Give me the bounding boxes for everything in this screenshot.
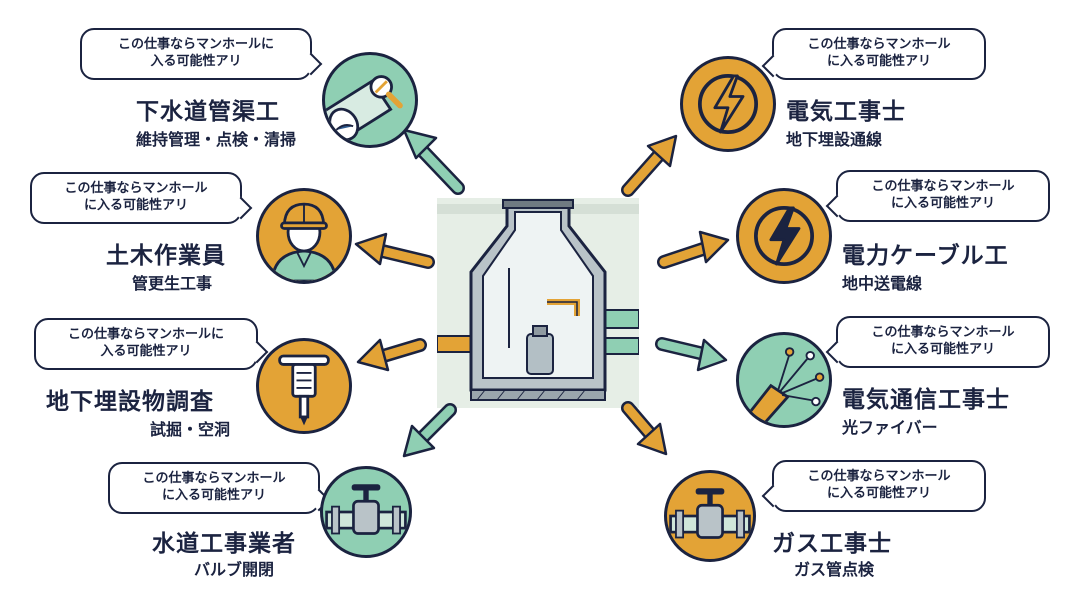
speech-bubble-survey: この仕事ならマンホールに 入る可能性アリ [34, 318, 269, 370]
optical-fiber-icon [736, 332, 832, 428]
job-subtitle-water: バルブ開閉 [194, 560, 275, 579]
job-title-sewer: 下水道管渠工 [136, 99, 280, 125]
arrow-to-survey [356, 338, 427, 372]
speech-bubble-telecom: この仕事ならマンホール に入る可能性アリ [825, 316, 1050, 368]
manhole-cross-section [437, 198, 639, 408]
speech-bubble-civil: この仕事ならマンホール に入る可能性アリ [30, 172, 253, 224]
job-subtitle-electrician: 地下埋設通線 [786, 130, 883, 149]
job-subtitle-gas: ガス管点検 [794, 560, 875, 579]
gas-valve-icon [664, 470, 756, 562]
job-title-electrician: 電気工事士 [786, 99, 906, 125]
arrow-to-gas [621, 401, 668, 456]
hardhat-worker-icon [256, 188, 352, 284]
speech-bubble-water: この仕事ならマンホール に入る可能性アリ [108, 462, 331, 514]
water-valve-icon [320, 466, 412, 558]
job-title-telecom: 電気通信工事士 [842, 387, 1010, 413]
arrow-to-sewer [402, 128, 465, 195]
job-title-civil: 土木作業員 [106, 243, 226, 269]
speech-bubble-gas: この仕事ならマンホール に入る可能性アリ [761, 460, 986, 512]
job-title-survey: 地下埋設物調査 [46, 389, 214, 415]
arrow-to-telecom [655, 337, 728, 372]
lightning-icon [680, 56, 776, 152]
job-subtitle-civil: 管更生工事 [132, 274, 213, 293]
job-subtitle-power-cable: 地中送電線 [842, 274, 923, 293]
arrow-to-civil [354, 232, 435, 269]
speech-bubble-sewer: この仕事ならマンホールに 入る可能性アリ [80, 28, 323, 80]
job-title-water: 水道工事業者 [152, 531, 296, 557]
arrow-to-electrician [621, 134, 678, 197]
job-subtitle-telecom: 光ファイバー [842, 418, 938, 437]
speech-bubble-electrician: この仕事ならマンホール に入る可能性アリ [761, 28, 986, 80]
pipe-magnifier-icon [322, 52, 418, 148]
job-subtitle-sewer: 維持管理・点検・清掃 [136, 130, 297, 149]
arrow-to-power-cable [657, 230, 730, 269]
power-cable-icon [736, 188, 832, 284]
job-title-gas: ガス工事士 [772, 531, 892, 557]
job-title-power-cable: 電力ケーブル工 [842, 243, 1009, 269]
job-subtitle-survey: 試掘・空洞 [150, 420, 231, 439]
jackhammer-icon [256, 338, 352, 434]
speech-bubble-power-cable: この仕事ならマンホール に入る可能性アリ [825, 170, 1050, 222]
arrow-to-water [402, 403, 457, 458]
